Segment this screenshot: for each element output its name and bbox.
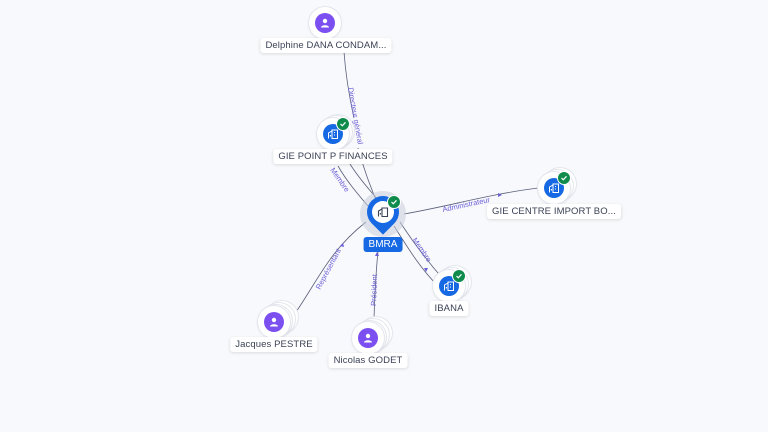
node-label-ibana[interactable]: IBANA — [429, 301, 469, 316]
node-circle — [309, 7, 341, 39]
arrow-icon — [498, 193, 502, 197]
arrow-icon — [340, 243, 344, 247]
node-label-gie-point-p[interactable]: GIE POINT P FINANCES — [273, 149, 393, 164]
arrow-icon — [424, 268, 428, 272]
building-icon — [377, 207, 389, 218]
edge-ibana[interactable] — [393, 225, 439, 287]
verified-check-icon — [452, 269, 466, 283]
node-circle — [352, 322, 384, 354]
edge-ibana-secondary — [399, 221, 445, 281]
edge-delphine[interactable] — [343, 51, 355, 119]
node-circle — [258, 306, 290, 338]
verified-check-icon — [557, 171, 571, 185]
verified-check-icon — [336, 117, 350, 131]
edge-jacques[interactable] — [295, 221, 367, 313]
verified-check-icon — [387, 195, 401, 209]
node-label-center[interactable]: BMRA — [363, 237, 403, 252]
node-label-nicolas[interactable]: Nicolas GODET — [328, 353, 408, 368]
edge-nicolas[interactable] — [373, 251, 379, 319]
edge-gie-centre[interactable] — [403, 187, 539, 215]
node-label-gie-centre[interactable]: GIE CENTRE IMPORT BO... — [487, 204, 621, 219]
node-circle — [433, 270, 465, 302]
node-label-jacques[interactable]: Jacques PESTRE — [230, 337, 318, 352]
node-label-delphine[interactable]: Delphine DANA CONDAM... — [260, 38, 392, 53]
person-icon — [358, 328, 378, 348]
person-icon — [315, 13, 335, 33]
person-icon — [264, 312, 284, 332]
arrow-icon — [375, 252, 379, 256]
